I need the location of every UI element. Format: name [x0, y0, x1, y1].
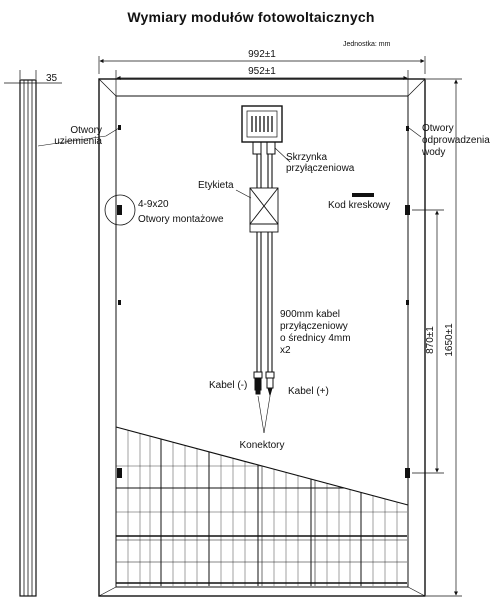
- cable-desc-1: 900mm kabel: [280, 309, 340, 320]
- cutaway-line: [115, 426, 409, 506]
- connector-minus: [253, 371, 263, 395]
- cable-plus-label: Kabel (+): [288, 386, 329, 397]
- cables: [256, 154, 273, 372]
- sticker-leader: [235, 189, 252, 199]
- junction-box-label-1: Skrzynka: [286, 152, 328, 163]
- mounting-holes-label-2: Otwory montażowe: [138, 214, 224, 225]
- thickness-dimension: [4, 70, 62, 84]
- cable-desc-3: o średnicy 4mm: [280, 333, 351, 344]
- drain-hole: [406, 300, 409, 305]
- sticker-label: Etykieta: [198, 180, 234, 191]
- cable-desc-2: przyłączeniowy: [280, 321, 348, 332]
- thickness-label: 35: [46, 73, 58, 84]
- barcode-label: Kod kreskowy: [328, 200, 390, 211]
- grounding-leader: [37, 127, 120, 147]
- drain-holes-label-1: Otwory: [422, 123, 454, 134]
- drain-holes-label-3: wody: [421, 147, 445, 158]
- outer-width-dimension: [98, 56, 426, 74]
- cable-minus-label: Kabel (-): [209, 380, 247, 391]
- connector-leaders: [257, 395, 271, 434]
- connectors-label: Konektory: [239, 440, 284, 451]
- mounting-hole: [117, 468, 122, 478]
- mounting-hole: [117, 205, 122, 215]
- outer-width-label: 992±1: [248, 49, 276, 60]
- connector-plus: [265, 371, 275, 397]
- mounting-hole: [405, 205, 410, 215]
- mounting-hole-callout: [104, 194, 136, 226]
- hole-spacing-dimension: [412, 209, 444, 474]
- height-dimension: [426, 78, 462, 597]
- junction-box: [241, 105, 283, 155]
- height-label: 1650±1: [444, 323, 455, 357]
- drain-leader: [408, 127, 422, 138]
- grounding-hole: [118, 125, 121, 130]
- grounding-holes-label-1: Otwory: [70, 125, 102, 136]
- hole-spacing-label: 870±1: [425, 326, 436, 354]
- cable-desc-4: x2: [280, 345, 291, 356]
- panel-frame: [98, 78, 426, 597]
- inner-width-dimension: [115, 70, 409, 96]
- sticker: [249, 187, 279, 233]
- junction-box-leader: [274, 147, 291, 163]
- grounding-hole: [118, 300, 121, 305]
- solar-cell-grid: [116, 427, 407, 586]
- diagram-title: Wymiary modułów fotowoltaicznych: [127, 9, 375, 25]
- mounting-holes-label-1: 4-9x20: [138, 199, 169, 210]
- side-profile: [19, 79, 37, 597]
- barcode: [352, 193, 374, 197]
- mounting-hole: [405, 468, 410, 478]
- drain-hole: [406, 126, 409, 131]
- junction-box-label-2: przyłączeniowa: [286, 163, 355, 174]
- grounding-holes-label-2: uziemienia: [54, 136, 102, 147]
- inner-width-label: 952±1: [248, 66, 276, 77]
- unit-note: Jednostka: mm: [343, 41, 391, 48]
